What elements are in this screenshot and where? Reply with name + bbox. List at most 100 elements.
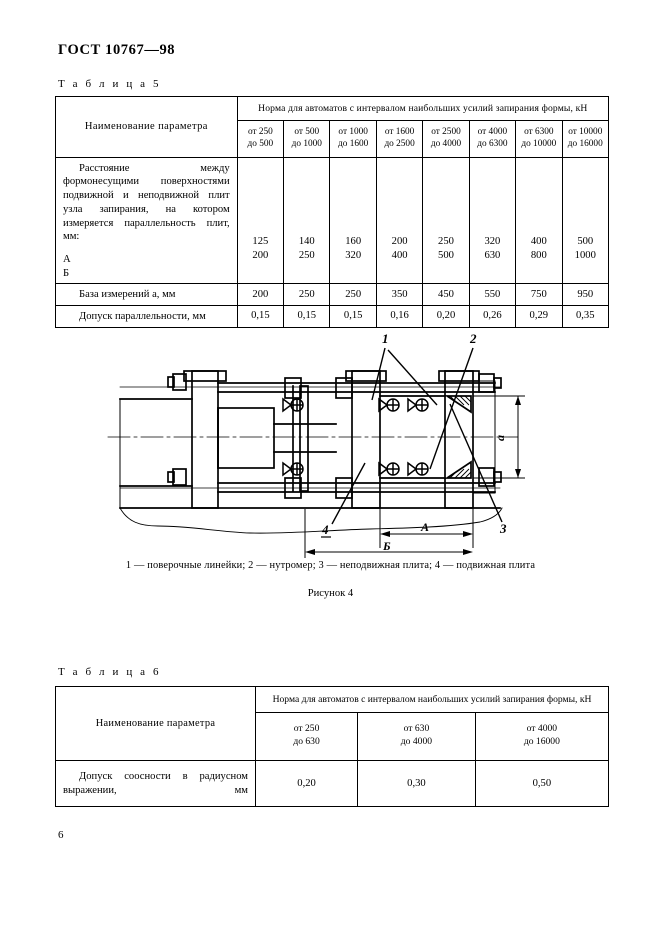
value-a: 140	[298, 236, 315, 248]
range-to: до 1600	[338, 139, 369, 150]
table6-header-row-2: от 250 до 630 от 630 до 4000 от 4000 до …	[56, 711, 610, 761]
table5-header-norm: Норма для автоматов с интервалом наиболь…	[236, 96, 610, 121]
row-label-text: Допуск параллельности, мм	[79, 311, 206, 323]
table5-range-6: от 6300 до 10000	[515, 119, 563, 158]
table5-row1-cell-7: 950	[561, 283, 610, 307]
row-label-text: База измерений a, мм	[79, 289, 176, 301]
value-a: 320	[484, 236, 501, 248]
table5-row2-cell-3: 0,16	[375, 305, 424, 328]
range-from: от 4000	[526, 722, 558, 734]
table5-row1-cell-1: 250	[283, 283, 331, 307]
table5-row0-cell-1: 140 250	[283, 156, 331, 285]
value-b: 200	[252, 249, 269, 261]
range-to: до 16000	[567, 139, 603, 150]
value-a: 160	[345, 236, 362, 248]
table5-header-row-1: Наименование параметра Норма для автомат…	[55, 96, 610, 158]
range-to: до 1000	[291, 139, 322, 150]
table5-row1-cell-4: 450	[422, 283, 470, 307]
table6-range-2: от 4000 до 16000	[474, 711, 610, 761]
table5-row0-cell-7: 500 1000	[561, 156, 610, 285]
range-to: до 2500	[384, 139, 415, 150]
table-row: Допуск соосности в радиусном выражении, …	[55, 759, 610, 808]
table-row: База измерений a, мм 200 250 250 350 450…	[55, 283, 610, 307]
dimension-a-label: a	[493, 435, 507, 441]
table6-header-norm: Норма для автоматов с интервалом наиболь…	[255, 686, 609, 713]
table5-range-0: от 250 до 500	[236, 119, 285, 158]
table6-range-0: от 250 до 630	[254, 711, 359, 761]
table-6: Наименование параметра Норма для автомат…	[55, 686, 610, 808]
table5-range-1: от 500 до 1000	[283, 119, 331, 158]
table5-row1-cell-2: 250	[329, 283, 377, 307]
range-to: до 630	[293, 735, 320, 747]
value-a: 250	[438, 236, 454, 248]
sublabel-a: А	[63, 254, 71, 266]
table5-row0-cell-6: 400 800	[515, 156, 563, 285]
table5-range-4: от 2500 до 4000	[422, 119, 470, 158]
value-a: 400	[530, 236, 547, 248]
table5-row1-cell-0: 200	[236, 283, 285, 307]
table5-row0-cell-5: 320 630	[468, 156, 517, 285]
callout-4-label: 4	[321, 522, 329, 537]
table6-range-1: от 630 до 4000	[357, 711, 476, 761]
table5-row2-cell-1: 0,15	[283, 305, 331, 328]
table5-header-parameter: Наименование параметра	[55, 96, 238, 158]
row-label-text: Допуск соосности в радиусном выражении, …	[63, 770, 248, 796]
table5-row1-cell-5: 550	[468, 283, 517, 307]
table5-row1-cell-6: 750	[515, 283, 563, 307]
table5-row2-cell-0: 0,15	[236, 305, 285, 328]
row-label-text: Расстояние между формонесущими поверхнос…	[63, 162, 230, 243]
value-b: 500	[438, 249, 454, 261]
figure-legend: 1 — поверочные линейки; 2 — нутромер; 3 …	[125, 560, 536, 571]
dimension-A-label: A	[420, 520, 429, 534]
table6-row0-cell-0: 0,20	[254, 759, 359, 808]
table5-row1-cell-3: 350	[375, 283, 424, 307]
table5-range-2: от 1000 до 1600	[329, 119, 377, 158]
table5-row0-cell-3: 200 400	[375, 156, 424, 285]
range-from: от 500	[294, 126, 320, 137]
table6-header-parameter: Наименование параметра	[55, 686, 256, 761]
value-a: 125	[252, 236, 269, 248]
table-5: Наименование параметра Норма для автомат…	[55, 96, 610, 328]
range-to: до 10000	[521, 139, 557, 150]
table6-caption: Т а б л и ц а 6	[58, 666, 162, 678]
range-from: от 250	[247, 126, 273, 137]
table5-row2-cell-4: 0,20	[422, 305, 470, 328]
range-to: до 16000	[523, 735, 560, 747]
range-to: до 500	[247, 139, 274, 150]
table6-row0-cell-1: 0,30	[357, 759, 476, 808]
callout-3-label: 3	[499, 521, 507, 536]
figure-number: Рисунок 4	[307, 588, 354, 599]
value-b: 800	[530, 249, 547, 261]
range-from: от 2500	[431, 126, 461, 137]
callout-2-label: 2	[469, 331, 477, 346]
table5-row1-label: База измерений a, мм	[55, 283, 238, 307]
page-number: 6	[58, 829, 64, 841]
value-b: 400	[391, 249, 408, 261]
range-from: от 1600	[384, 126, 415, 137]
table5-row0-cell-2: 160 320	[329, 156, 377, 285]
value-a: 500	[577, 236, 594, 248]
table5-row0-label: Расстояние между формонесущими поверхнос…	[55, 156, 238, 285]
range-from: от 10000	[568, 126, 603, 137]
table5-caption: Т а б л и ц а 5	[58, 78, 162, 90]
value-b: 1000	[574, 249, 596, 261]
table-row: Расстояние между формонесущими поверхнос…	[55, 156, 610, 285]
dimension-B-label: Б	[382, 539, 391, 553]
range-from: от 250	[293, 722, 320, 734]
range-from: от 630	[403, 722, 430, 734]
range-to: до 4000	[400, 735, 433, 747]
table5-range-7: от 10000 до 16000	[561, 119, 610, 158]
table5-range-3: от 1600 до 2500	[375, 119, 424, 158]
table5-row2-cell-5: 0,26	[468, 305, 517, 328]
callout-1-label: 1	[382, 331, 389, 346]
range-to: до 4000	[430, 139, 462, 150]
value-a: 200	[391, 236, 408, 248]
table5-row2-cell-2: 0,15	[329, 305, 377, 328]
value-b: 630	[484, 249, 501, 261]
table5-row2-cell-6: 0,29	[515, 305, 563, 328]
table6-row0-cell-2: 0,50	[474, 759, 610, 808]
table5-row2-cell-7: 0,35	[561, 305, 610, 328]
table5-header-row-2: от 250 до 500 от 500 до 1000 от 1000 до …	[56, 119, 610, 158]
range-to: до 6300	[477, 139, 508, 150]
